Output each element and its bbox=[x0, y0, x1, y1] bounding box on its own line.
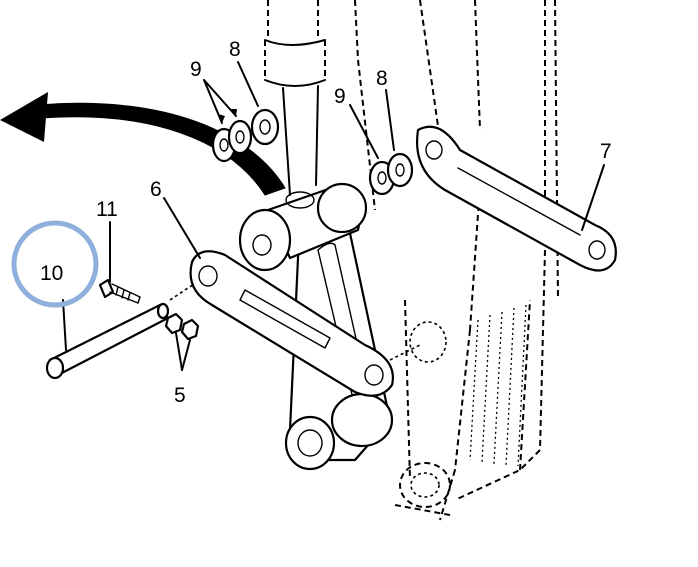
callout-9-upper-left: 9 bbox=[190, 58, 202, 81]
washer-group-right bbox=[368, 152, 414, 196]
callout-9-right: 9 bbox=[334, 85, 346, 108]
callout-labels: 9 8 9 8 7 6 11 10 5 bbox=[40, 38, 612, 407]
link-7 bbox=[416, 125, 617, 272]
callout-11: 11 bbox=[96, 198, 118, 221]
callout-8-upper: 8 bbox=[229, 38, 241, 61]
nuts-5 bbox=[164, 312, 200, 341]
cylinder-rod bbox=[264, 39, 326, 196]
hidden-frame-outline bbox=[169, 0, 559, 521]
callout-6: 6 bbox=[150, 178, 162, 201]
callout-8-right: 8 bbox=[376, 67, 388, 90]
callout-10: 10 bbox=[40, 262, 63, 285]
highlight-circle bbox=[11, 220, 99, 308]
washer-group-upper-left bbox=[211, 108, 280, 163]
bolt-11 bbox=[98, 278, 141, 304]
leader-lines bbox=[62, 61, 605, 371]
callout-7: 7 bbox=[600, 140, 612, 163]
callout-5: 5 bbox=[174, 384, 186, 407]
link-6 bbox=[189, 250, 394, 397]
